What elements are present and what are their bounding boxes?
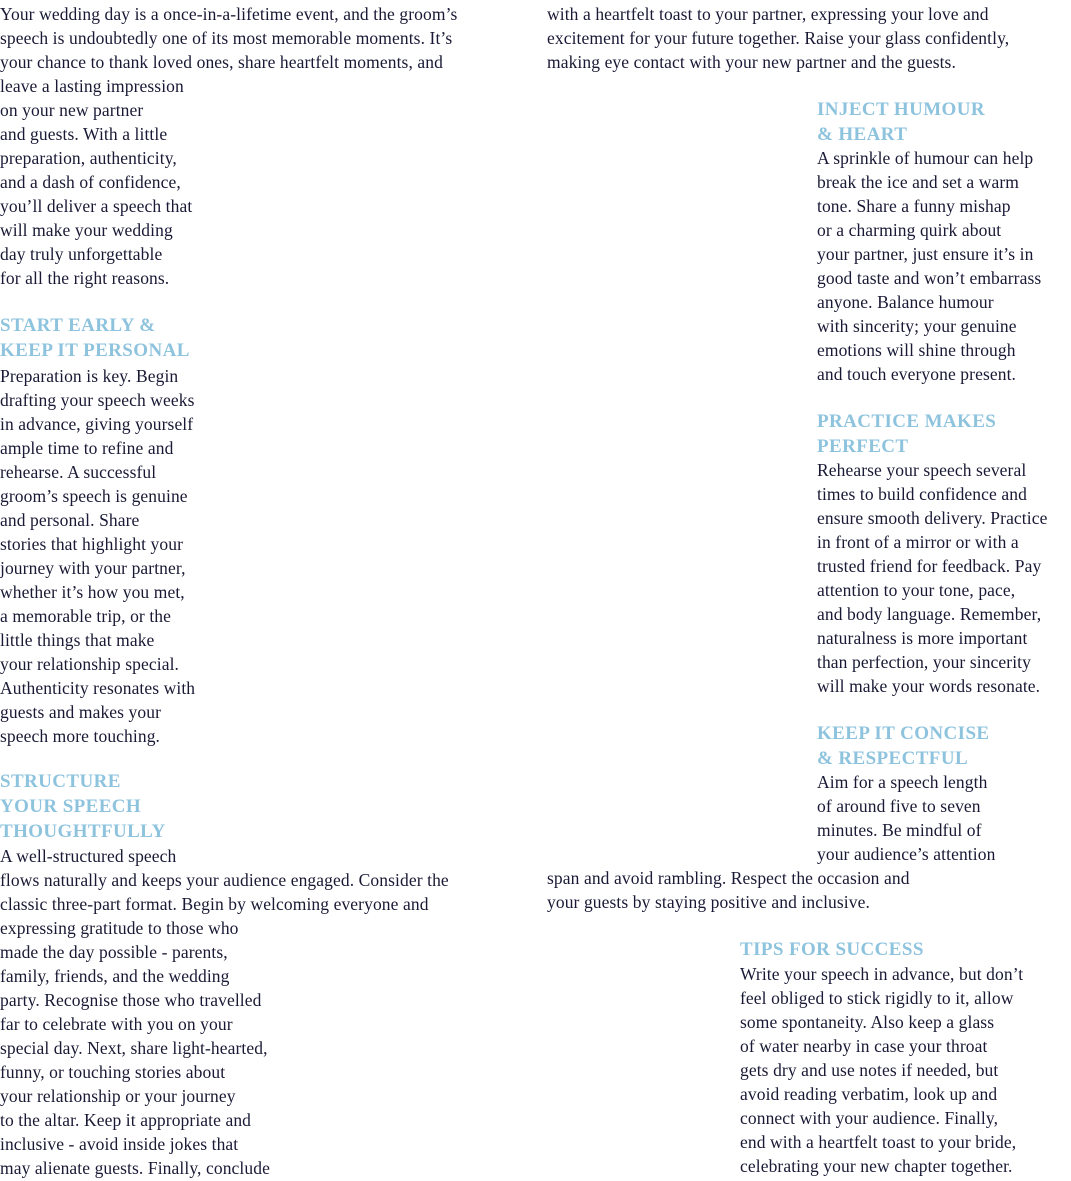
section-paragraph-structure: A well-structured speech flows naturally… [0, 846, 449, 1178]
section-heading-tips: TIPS FOR SUCCESS [740, 939, 924, 960]
section-paragraph-practice: Rehearse your speech several times to bu… [817, 460, 1048, 696]
section-paragraph-start-early: Preparation is key. Begin drafting your … [0, 366, 196, 746]
section-heading-inject-humour: INJECT HUMOUR & HEART [817, 99, 985, 145]
section-paragraph-inject-humour: A sprinkle of humour can help break the … [817, 148, 1042, 384]
section-heading-structure: STRUCTURE YOUR SPEECH THOUGHTFULLY [0, 771, 166, 842]
intro-paragraph: Your wedding day is a once-in-a-lifetime… [0, 4, 458, 288]
section-heading-concise: KEEP IT CONCISE & RESPECTFUL [817, 723, 990, 769]
section-heading-practice: PRACTICE MAKES PERFECT [817, 411, 997, 457]
structure-continuation-paragraph: with a heartfelt toast to your partner, … [547, 4, 1010, 72]
section-heading-start-early: START EARLY & KEEP IT PERSONAL [0, 315, 190, 361]
section-paragraph-concise-indented: Aim for a speech length of around five t… [817, 772, 996, 864]
section-paragraph-concise-full-width: span and avoid rambling. Respect the occ… [547, 868, 910, 912]
section-paragraph-tips: Write your speech in advance, but don’t … [740, 964, 1024, 1176]
